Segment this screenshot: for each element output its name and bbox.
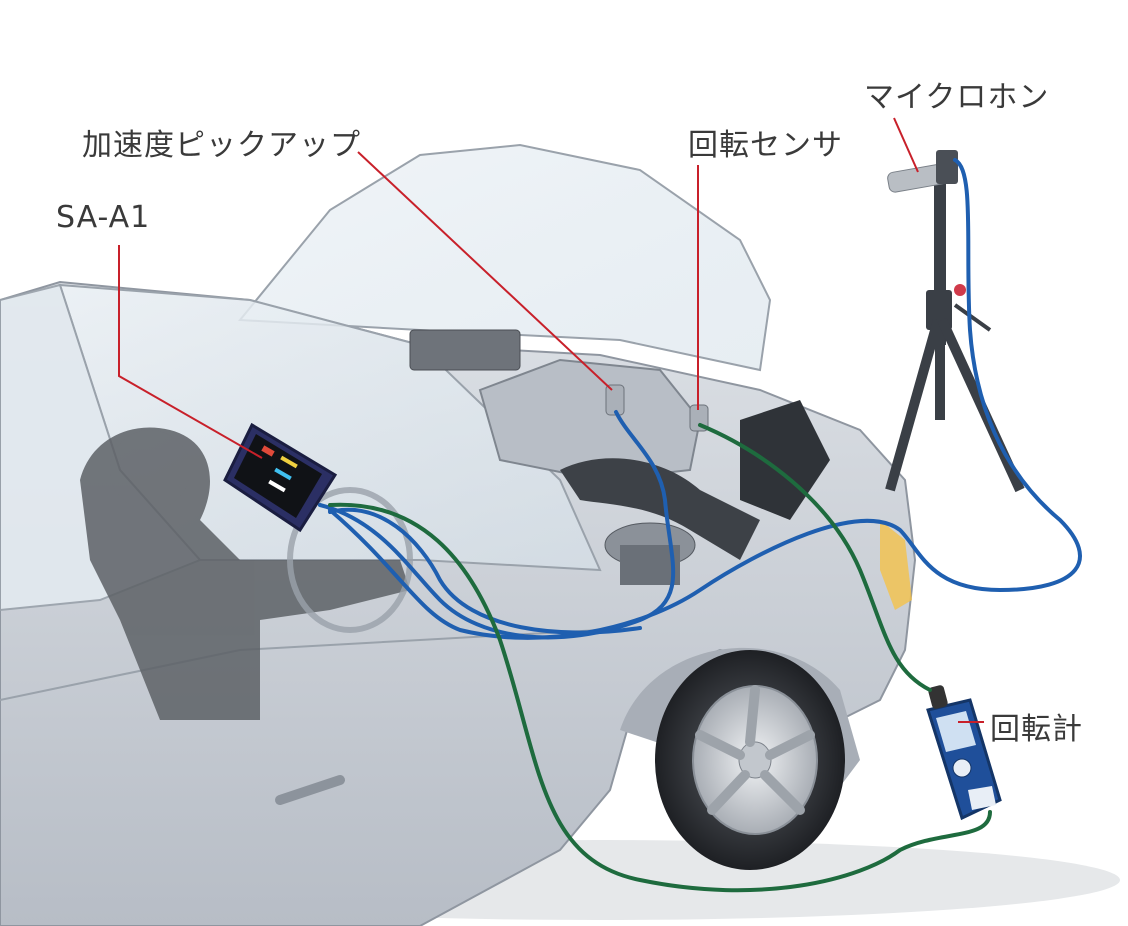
leader-accelerometer: [357, 151, 613, 391]
car-hood: [237, 143, 772, 372]
microphone-label: マイクロホン: [864, 80, 1050, 115]
green-cables: [328, 423, 992, 893]
green-cable-analyzer: [328, 502, 992, 893]
accelerometer-sensor: [605, 384, 625, 416]
microphone-tripod: [885, 175, 1025, 493]
rotation-sensor-label: 回転センサ: [688, 128, 843, 163]
blue-cable-microphone: [328, 158, 1082, 640]
intake-hose: [560, 458, 760, 560]
accelerometer-label: 加速度ピックアップ: [82, 128, 361, 163]
leader-microphone: [893, 117, 919, 173]
car-door-handle: [275, 775, 345, 805]
blue-cables: [318, 158, 1082, 640]
green-cable-rotation-sensor: [698, 423, 932, 692]
steering-wheel: [287, 487, 413, 633]
analyzer-label: SA-A1: [56, 200, 151, 235]
car-headlight: [880, 520, 912, 610]
leader-lines: [118, 117, 984, 723]
tachometer-label: 回転計: [990, 712, 1083, 747]
radiator: [740, 400, 830, 520]
battery: [409, 329, 521, 371]
blue-cable-return: [328, 507, 642, 635]
driver-silhouette: [80, 427, 410, 720]
front-wheel: [655, 650, 845, 870]
microphone: [887, 150, 958, 193]
leader-analyzer: [118, 245, 263, 459]
